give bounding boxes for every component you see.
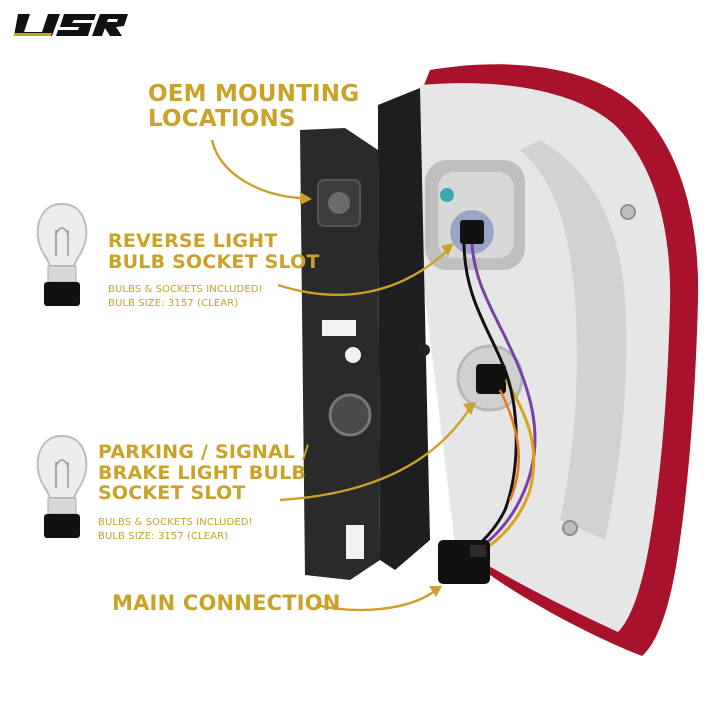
wire-purple	[469, 243, 537, 557]
housing-rim	[378, 88, 430, 570]
main-line-1: MAIN CONNECTION	[112, 591, 341, 615]
reflector-shading	[520, 140, 627, 540]
main-connector-detail	[470, 545, 486, 557]
arrow-oem	[210, 139, 301, 200]
arrow-brake	[279, 407, 472, 502]
parking-line-2: BRAKE LIGHT BULB	[98, 461, 307, 484]
wire-yellow	[479, 379, 536, 554]
parking-line-1: PARKING / SIGNAL /	[98, 441, 310, 463]
reverse-socket-label: REVERSE LIGHT BULB SOCKET SLOT	[108, 231, 320, 272]
mount-hole	[345, 347, 361, 363]
arrow-brake-head	[463, 402, 476, 415]
reverse-notes: BULBS & SOCKETS INCLUDED! BULB SIZE: 315…	[108, 283, 263, 310]
screw-mid	[418, 344, 430, 356]
arrow-main-head	[429, 586, 442, 597]
reverse-bulb-image	[32, 200, 92, 310]
parking-line-3: SOCKET SLOT	[98, 482, 246, 505]
mount-slot-bottom	[346, 525, 364, 559]
arrow-reverse-head	[441, 243, 454, 256]
main-connection-label: MAIN CONNECTION	[112, 592, 341, 615]
reverse-socket	[460, 220, 484, 244]
mount-slot	[322, 320, 356, 336]
wire-orange	[498, 389, 520, 501]
parking-socket-label: PARKING / SIGNAL / BRAKE LIGHT BULB SOCK…	[98, 442, 309, 504]
oem-line-2: LOCATIONS	[148, 105, 296, 132]
reverse-note-1: BULBS & SOCKETS INCLUDED!	[108, 284, 263, 295]
parking-note-1: BULBS & SOCKETS INCLUDED!	[98, 517, 253, 528]
lens-screw-bottom	[562, 520, 578, 536]
usr-logo-mark	[14, 14, 128, 36]
lens-screw-top	[620, 204, 636, 220]
brand-logo	[12, 12, 130, 38]
arrow-main	[315, 589, 437, 612]
oem-line-1: OEM MOUNTING	[148, 81, 360, 107]
parking-note-2: BULB SIZE: 3157 (CLEAR)	[98, 530, 229, 542]
reverse-line-2: BULB SOCKET SLOT	[108, 250, 320, 273]
reverse-line-1: REVERSE LIGHT	[108, 230, 278, 252]
bulb-socket-rear	[328, 393, 372, 437]
brake-socket	[476, 364, 506, 394]
oem-mounting-label: OEM MOUNTING LOCATIONS	[148, 82, 359, 132]
mount-bolt-top	[328, 192, 350, 214]
reverse-indicator	[440, 188, 454, 202]
reverse-note-2: BULB SIZE: 3157 (CLEAR)	[108, 297, 239, 309]
parking-bulb-image	[32, 432, 92, 542]
parking-notes: BULBS & SOCKETS INCLUDED! BULB SIZE: 315…	[98, 516, 253, 543]
back-housing	[300, 128, 380, 580]
arrow-oem-head	[300, 192, 312, 205]
wire-black	[462, 243, 518, 557]
arrow-reverse	[277, 249, 449, 296]
